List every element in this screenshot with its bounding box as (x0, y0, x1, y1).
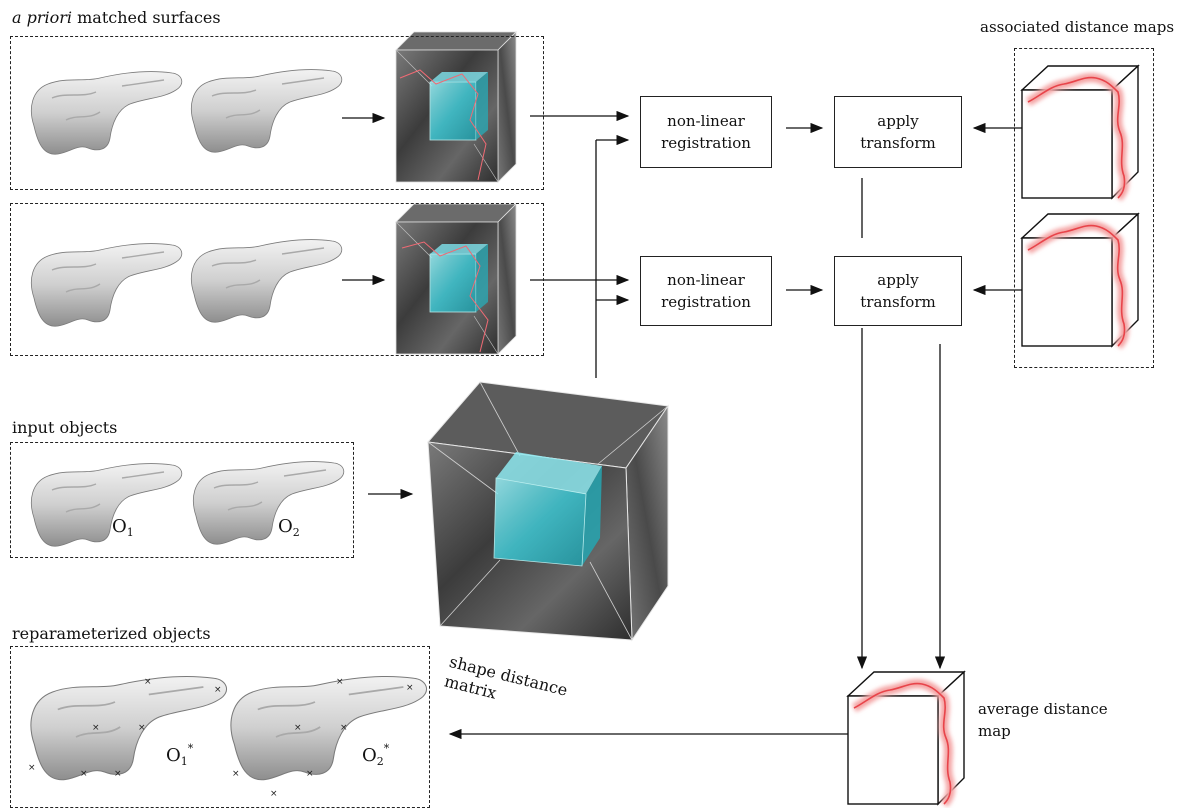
svg-text:×: × (336, 677, 344, 687)
svg-text:×: × (138, 723, 146, 733)
distance-maps-group (1014, 48, 1154, 368)
svg-text:×: × (406, 683, 414, 693)
average-distance-map (848, 672, 964, 804)
object-label-o1-star: O1* (166, 742, 194, 768)
svg-text:×: × (294, 723, 302, 733)
svg-text:×: × (80, 769, 88, 779)
svg-text:×: × (214, 685, 222, 695)
associated-maps-label: associated distance maps (980, 18, 1175, 36)
svg-text:×: × (144, 677, 152, 687)
input-objects-group (10, 442, 354, 558)
svg-text:×: × (306, 769, 314, 779)
object-label-o1: O1 (112, 516, 134, 539)
shape-distance-matrix-cube (427, 381, 669, 642)
landmark-markers: × × × × × × × × × × × × × × (28, 677, 414, 799)
object-label-o2-star: O2* (362, 742, 390, 768)
input-objects-label: input objects (12, 418, 118, 437)
svg-text:×: × (232, 769, 240, 779)
svg-text:×: × (92, 723, 100, 733)
svg-text:×: × (114, 769, 122, 779)
svg-text:×: × (340, 723, 348, 733)
svg-text:×: × (28, 763, 36, 773)
contour-line-1 (399, 69, 487, 181)
svg-text:×: × (270, 789, 278, 799)
reparameterized-group (10, 646, 430, 808)
object-label-o2: O2 (278, 516, 300, 539)
apriori-cube-1 (395, 31, 517, 183)
reparameterized-label: reparameterized objects (12, 624, 211, 643)
apriori-group-2 (10, 203, 544, 356)
apriori-cube-2 (395, 203, 517, 355)
apriori-label: a priori matched surfaces (12, 8, 221, 27)
average-distance-map-label: average distance map (978, 700, 1108, 740)
apriori-group-1 (10, 36, 544, 190)
contour-line-2 (401, 241, 489, 353)
